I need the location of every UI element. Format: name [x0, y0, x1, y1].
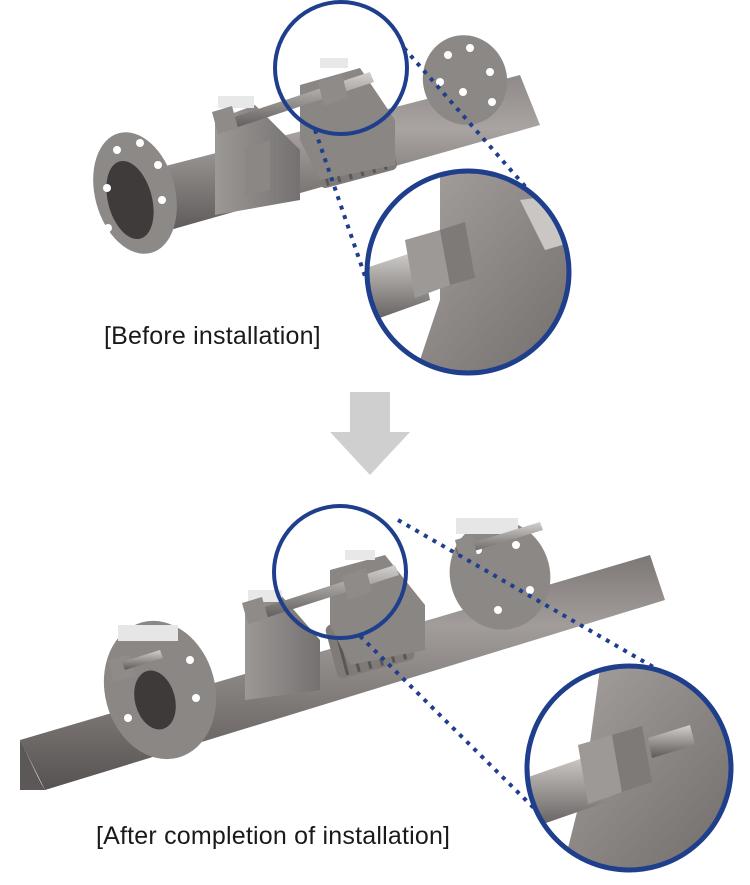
down-arrow-icon	[330, 392, 410, 475]
leader-lines	[313, 46, 532, 321]
caption-after-installation: [After completion of installation]	[96, 822, 451, 850]
zoom-ring	[524, 663, 734, 873]
left-end-flange	[103, 620, 217, 760]
leader-lines	[358, 518, 656, 824]
after-assembly	[20, 504, 734, 873]
left-end-flange	[93, 132, 177, 254]
zoom-ring	[364, 168, 572, 376]
hex-nut-right	[318, 74, 348, 106]
focus-circle	[273, 0, 409, 136]
before-assembly	[93, 0, 572, 376]
right-end-flange	[422, 35, 508, 125]
zoom-inset-before	[364, 168, 572, 376]
tie-rod	[108, 522, 543, 682]
left-tie-rod-flange	[215, 96, 300, 215]
hex-nut-right	[342, 568, 372, 600]
tie-rod	[212, 58, 374, 134]
zoom-inset-after	[524, 663, 734, 873]
hex-nut-left	[242, 597, 268, 624]
hex-nut-left	[212, 106, 238, 134]
caption-before-installation: [Before installation]	[104, 322, 321, 350]
focus-circle	[272, 504, 408, 640]
